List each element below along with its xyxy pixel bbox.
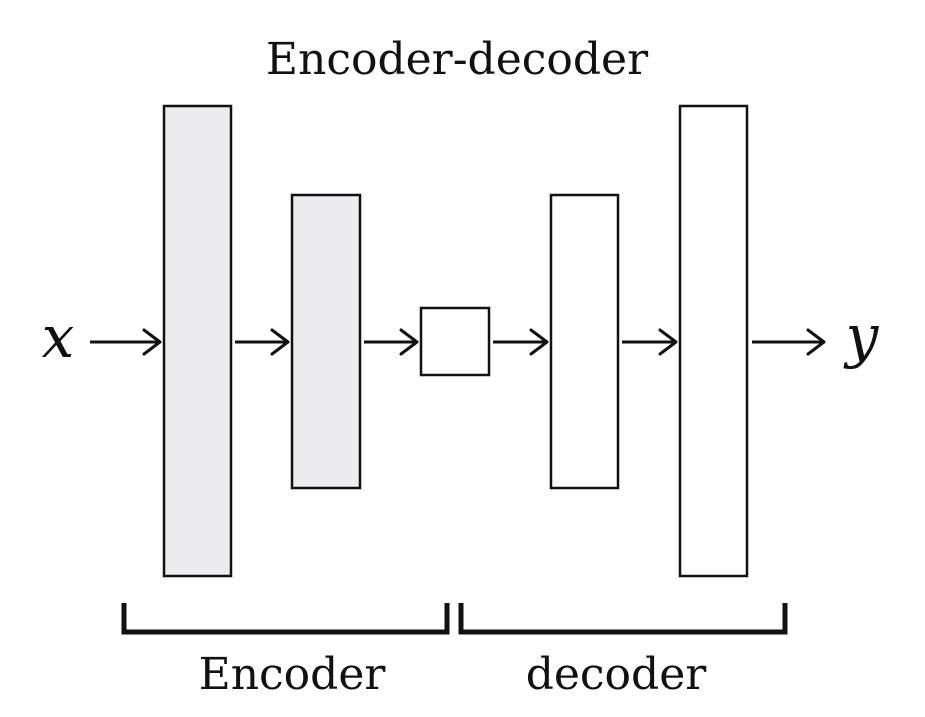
output-y-label: y [843,302,880,370]
encoder-bracket [121,603,450,635]
arrow-encoder-1-to-encoder-2 [235,328,290,356]
decoder-label: decoder [526,649,708,700]
arrow-bottleneck-to-decoder-1 [493,328,549,356]
decoder-layer-1 [549,193,620,490]
arrow-decoder-1-to-decoder-2 [622,328,678,356]
arrow-input-to-encoder-1 [90,328,162,356]
decoder-layer-2 [678,104,749,578]
decoder-bracket [458,603,788,635]
bottleneck-layer [419,306,491,377]
input-x-label: x [42,303,75,371]
arrow-decoder-2-to-output [752,328,826,356]
encoder-label: Encoder [199,649,387,700]
encoder-layer-2 [290,193,362,490]
encoder-layer-1 [162,104,233,578]
diagram-title: Encoder-decoder [266,34,649,85]
arrow-encoder-2-to-bottleneck [364,328,419,356]
